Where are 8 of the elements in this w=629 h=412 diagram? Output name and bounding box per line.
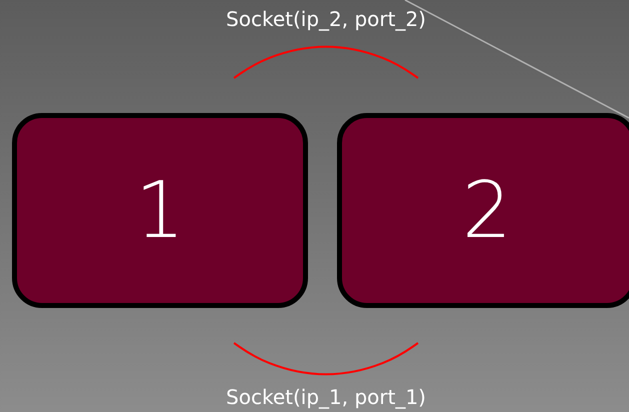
edge-label: Socket(ip_1, port_1) (226, 385, 426, 409)
edge-label: Socket(ip_2, port_2) (226, 7, 426, 31)
arc-connector (233, 342, 419, 376)
box-number: 2 (462, 166, 512, 256)
arc-connector (233, 46, 419, 79)
rounded-box (12, 113, 308, 308)
rounded-box (337, 113, 629, 308)
box-number: 1 (135, 166, 185, 256)
